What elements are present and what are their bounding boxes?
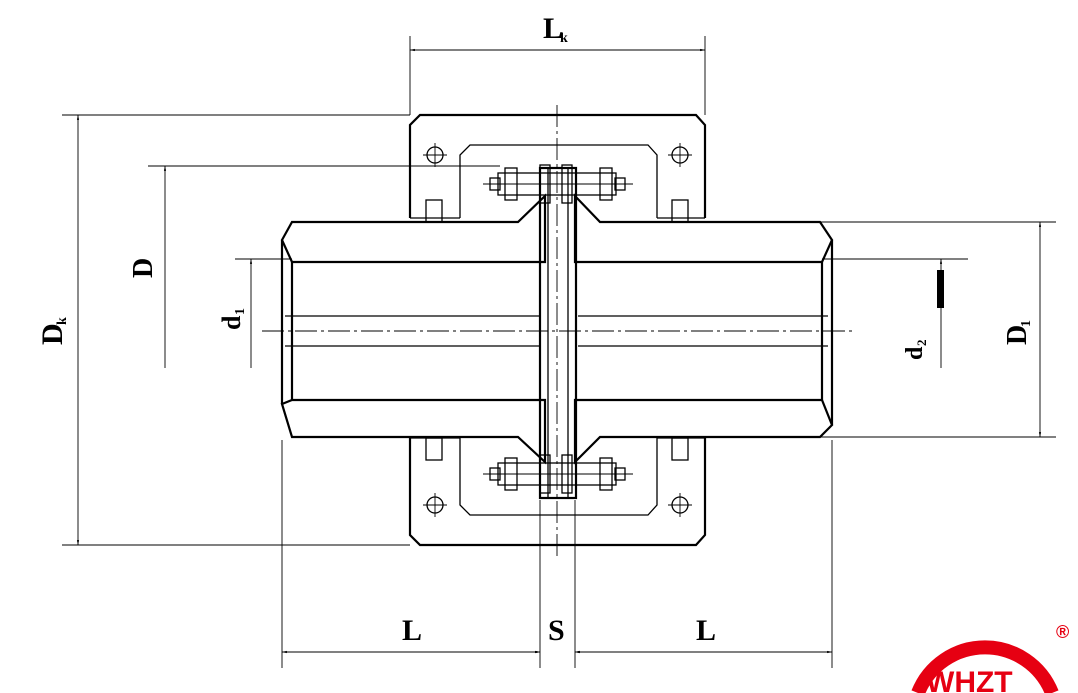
bolt-lower-right [668,493,692,517]
left-hub [280,193,547,465]
label-l-left: L [402,614,422,647]
label-l-right: L [696,614,716,647]
logo-arc [911,640,1059,693]
label-lk: L [543,12,563,45]
seal-lower-right [671,437,689,461]
dimension-d1-outer [820,221,1056,438]
label-dk-sub: k [55,317,70,325]
pin-lower [483,454,633,494]
bolt-upper-left [423,143,447,167]
label-dk: D [36,323,69,345]
right-hub [573,193,834,465]
pin-upper [483,164,633,204]
dimension-bottom [281,440,833,668]
lower-cover [408,437,707,547]
bolt-lower-left [423,493,447,517]
right-hub-upper-section [573,193,834,264]
label-lk-sub: k [560,31,568,46]
seal-upper-left [425,199,443,223]
center-disc [538,166,578,500]
left-hub-lower-section [280,398,547,465]
label-d: D [128,258,159,278]
bolt-upper-right [668,143,692,167]
label-s: S [548,614,565,647]
label-d1-outer-sub: 1 [1019,320,1034,327]
dimension-d1 [235,258,292,368]
logo-text: WHZT [926,666,1013,693]
right-hub-lower-section [573,398,834,465]
label-d2-sub: 2 [914,340,929,347]
label-d2: d [902,346,928,360]
dimension-d2 [822,258,968,368]
label-d1-sub: 1 [233,308,248,315]
dimension-lk [409,36,706,115]
label-d1: d [217,315,246,330]
dimension-dk [62,114,410,546]
logo-registered: ® [1056,622,1069,642]
left-hub-upper-section [280,193,547,264]
upper-cover [408,113,707,223]
seal-upper-right [671,199,689,223]
dimension-d [148,165,500,368]
seal-lower-left [425,437,443,461]
brand-logo: WHZT ® [911,622,1069,693]
label-d1-outer: D [1002,325,1033,345]
